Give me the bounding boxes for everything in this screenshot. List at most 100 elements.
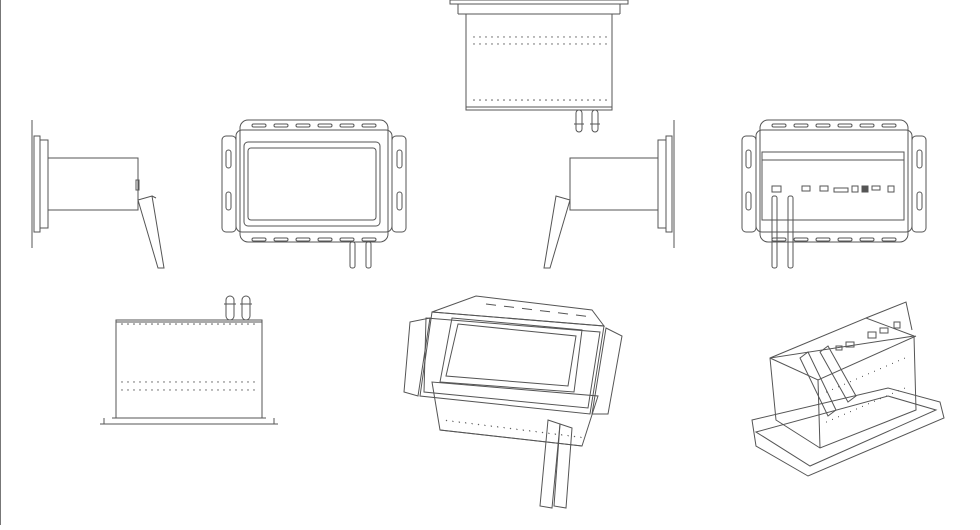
mounting-slot: [816, 238, 830, 241]
vent-hole: [599, 43, 601, 45]
mounting-slot: [274, 238, 288, 241]
vent-hole: [235, 389, 237, 391]
vent-hole: [139, 381, 141, 383]
vent-slot: [523, 430, 524, 431]
vent-hole: [605, 99, 607, 101]
left-side-view: [32, 120, 164, 268]
mounting-slot: [362, 124, 376, 127]
vent-hole: [241, 381, 243, 383]
vent-hole: [199, 323, 201, 325]
vent-slot: [516, 429, 517, 430]
vent-hole: [211, 323, 213, 325]
vent-hole: [587, 43, 589, 45]
mounting-slot: [296, 124, 310, 127]
vent-hole: [187, 381, 189, 383]
vent-hole: [569, 36, 571, 38]
vent-slot: [465, 422, 466, 423]
vent-slot: [497, 426, 498, 427]
vent-hole: [133, 381, 135, 383]
vent-hole: [497, 99, 499, 101]
bottom-view: [100, 296, 278, 424]
vent-hole: [181, 323, 183, 325]
vent-hole: [205, 323, 207, 325]
vent-hole: [551, 99, 553, 101]
vent-hole: [581, 43, 583, 45]
vent-hole: [545, 99, 547, 101]
vent-hole: [121, 323, 123, 325]
front-view: [222, 120, 406, 268]
vent-hole: [157, 323, 159, 325]
vent-hole: [539, 99, 541, 101]
vent-hole: [497, 43, 499, 45]
vent-hole: [491, 43, 493, 45]
top-view: [450, 0, 628, 132]
vent-hole: [533, 43, 535, 45]
vent-hole: [563, 43, 565, 45]
vent-hole: [217, 323, 219, 325]
mounting-slot: [340, 238, 354, 241]
vent-hole: [211, 381, 213, 383]
vent-hole: [169, 323, 171, 325]
vent-hole: [533, 36, 535, 38]
vent-hole: [247, 389, 249, 391]
vent-hole: [521, 43, 523, 45]
vent-hole: [247, 381, 249, 383]
vent-hole: [599, 36, 601, 38]
vent-hole: [587, 36, 589, 38]
vent-hole: [569, 99, 571, 101]
vent-hole: [217, 381, 219, 383]
vent-hole: [509, 99, 511, 101]
vent-slot: [561, 434, 562, 435]
vent-hole: [515, 36, 517, 38]
vent-slot: [568, 435, 569, 436]
vent-hole: [145, 323, 147, 325]
vent-hole: [229, 323, 231, 325]
vent-hole: [497, 36, 499, 38]
vent-hole: [241, 323, 243, 325]
right-side-view: [544, 120, 674, 268]
vent-slot: [452, 421, 453, 422]
vent-slot: [574, 436, 575, 437]
mounting-slot: [252, 124, 266, 127]
vent-hole: [157, 381, 159, 383]
vent-slot: [536, 431, 537, 432]
vent-hole: [121, 389, 123, 391]
vent-slot: [522, 308, 532, 309]
vent-slot: [504, 306, 514, 307]
vent-hole: [473, 36, 475, 38]
mounting-slot: [772, 238, 786, 241]
mounting-slot: [252, 238, 266, 241]
mounting-slot: [816, 124, 830, 127]
mounting-slot: [794, 124, 808, 127]
vent-slot: [472, 423, 473, 424]
vent-hole: [127, 323, 129, 325]
vent-hole: [181, 381, 183, 383]
mounting-slot: [882, 124, 896, 127]
vent-hole: [539, 36, 541, 38]
vent-hole: [545, 36, 547, 38]
mounting-slot: [882, 238, 896, 241]
vent-hole: [521, 36, 523, 38]
vent-hole: [181, 389, 183, 391]
vent-hole: [217, 389, 219, 391]
vent-hole: [473, 99, 475, 101]
vent-slot: [555, 434, 556, 435]
vent-hole: [163, 389, 165, 391]
vent-hole: [593, 43, 595, 45]
vent-hole: [539, 43, 541, 45]
vent-hole: [169, 389, 171, 391]
vent-hole: [247, 323, 249, 325]
vent-slot: [542, 432, 543, 433]
vent-hole: [563, 36, 565, 38]
mounting-slot: [318, 238, 332, 241]
mounting-slot: [318, 124, 332, 127]
vent-hole: [151, 381, 153, 383]
vent-hole: [127, 389, 129, 391]
vent-hole: [121, 381, 123, 383]
vent-hole: [133, 389, 135, 391]
vent-hole: [157, 389, 159, 391]
vent-hole: [253, 389, 255, 391]
vent-hole: [575, 99, 577, 101]
